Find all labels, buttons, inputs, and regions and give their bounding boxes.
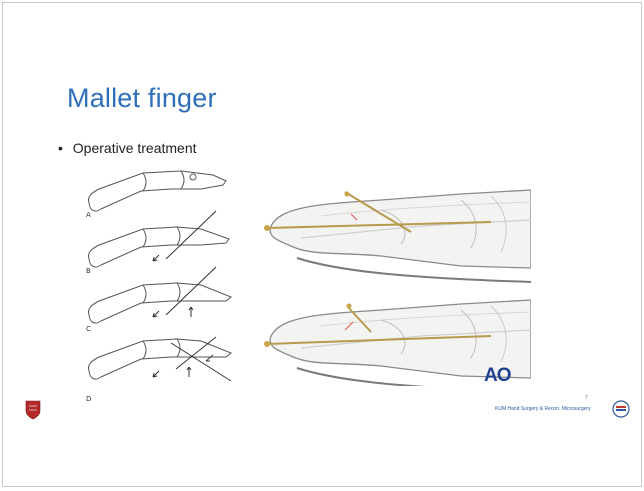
bullet-item: • Operative treatment (58, 140, 197, 156)
panel-label-b: B (86, 267, 91, 275)
finger-illustration-b (88, 211, 229, 267)
bullet-text: Operative treatment (73, 140, 197, 156)
panel-label-d: D (86, 395, 91, 403)
panel-label-a: A (86, 211, 91, 219)
panel-label-c: C (86, 325, 91, 333)
finger-illustration-d (88, 337, 231, 381)
ao-watermark-logo: AO (484, 365, 511, 387)
footer-text: KUM Hand Surgery & Recon. Microsurgery (495, 406, 591, 412)
finger-illustration-c (88, 267, 231, 323)
finger-illustration-a (88, 171, 226, 211)
finger-diagram-series (81, 163, 251, 403)
page-number: 7 (585, 395, 588, 401)
k-wire-fixation-illustration (261, 186, 531, 386)
university-shield-icon (25, 400, 41, 420)
hand-surgery-emblem-icon (612, 400, 630, 418)
finger-anatomy-top (264, 190, 531, 282)
slide-title: Mallet finger (67, 83, 217, 114)
bullet-marker: • (58, 140, 63, 156)
